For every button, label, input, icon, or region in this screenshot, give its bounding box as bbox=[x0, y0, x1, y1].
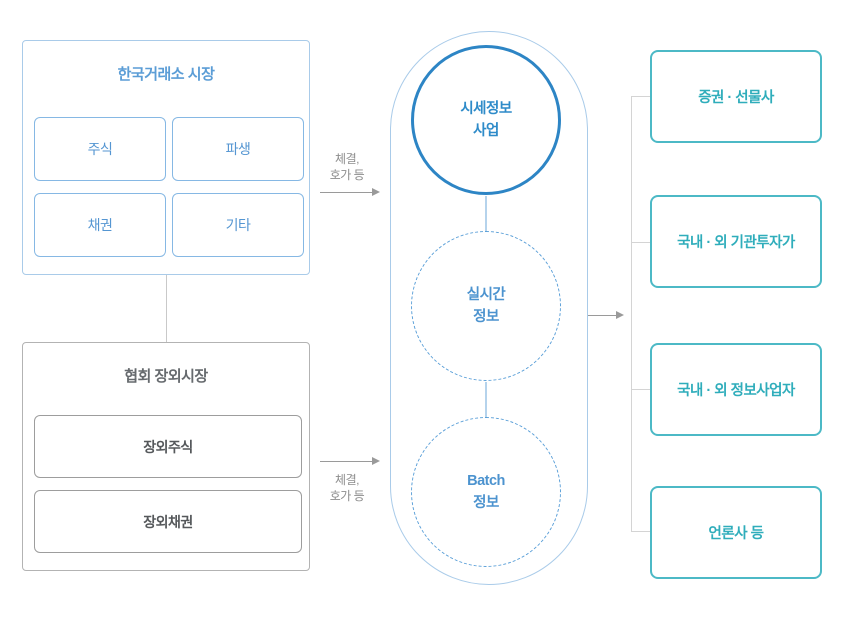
bracket-stub bbox=[631, 96, 650, 97]
consumers-bracket-line bbox=[631, 96, 632, 531]
realtime-info-line2: 정보 bbox=[473, 309, 499, 325]
market-data-business-line2: 사업 bbox=[473, 123, 499, 139]
left-groups-connector-line bbox=[166, 275, 167, 342]
consumer-box-info-providers: 국내 · 외 정보사업자 bbox=[650, 343, 822, 436]
arrowhead-right-icon bbox=[616, 311, 624, 319]
bracket-stub bbox=[631, 242, 650, 243]
arrowhead-right-icon bbox=[372, 457, 380, 465]
flow-arrow-bottom-line bbox=[320, 461, 372, 462]
krx-market-group: 한국거래소 시장 주식 파생 채권 기타 bbox=[22, 40, 310, 275]
flow-label-top-line1: 체결, bbox=[335, 152, 359, 166]
batch-info-line1: Batch bbox=[467, 473, 505, 489]
arrowhead-right-icon bbox=[372, 188, 380, 196]
market-data-business-line1: 시세정보 bbox=[460, 101, 512, 117]
flow-arrow-top-line bbox=[320, 192, 372, 193]
market-box-otc-bonds: 장외채권 bbox=[34, 490, 302, 553]
otc-market-title: 협회 장외시장 bbox=[124, 368, 208, 385]
consumer-box-media: 언론사 등 bbox=[650, 486, 822, 579]
market-box-derivatives: 파생 bbox=[172, 117, 304, 181]
realtime-info-line1: 실시간 bbox=[466, 287, 506, 303]
market-box-otc-stocks: 장외주식 bbox=[34, 415, 302, 478]
otc-market-group: 협회 장외시장 장외주식 장외채권 bbox=[22, 342, 310, 571]
hub-to-consumers-arrow-line bbox=[588, 315, 616, 316]
market-box-bonds: 채권 bbox=[34, 193, 166, 257]
krx-market-title: 한국거래소 시장 bbox=[117, 66, 215, 83]
flow-label-bottom: 체결, 호가 등 bbox=[316, 472, 378, 504]
hub-circle-link-top bbox=[485, 196, 487, 231]
batch-info-circle: Batch 정보 bbox=[411, 417, 561, 567]
bracket-stub bbox=[631, 531, 650, 532]
bracket-stub bbox=[631, 389, 650, 390]
batch-info-line2: 정보 bbox=[473, 495, 499, 511]
consumer-box-securities-futures: 증권 · 선물사 bbox=[650, 50, 822, 143]
realtime-info-circle: 실시간 정보 bbox=[411, 231, 561, 381]
market-box-others: 기타 bbox=[172, 193, 304, 257]
flow-label-top-line2: 호가 등 bbox=[329, 168, 365, 182]
flow-label-bottom-line1: 체결, bbox=[335, 473, 359, 487]
hub-circle-link-bottom bbox=[485, 382, 487, 417]
flow-label-top: 체결, 호가 등 bbox=[316, 151, 378, 183]
consumer-box-institutional-investors: 국내 · 외 기관투자가 bbox=[650, 195, 822, 288]
market-data-business-circle: 시세정보 사업 bbox=[411, 45, 561, 195]
flow-label-bottom-line2: 호가 등 bbox=[329, 489, 365, 503]
market-box-stocks: 주식 bbox=[34, 117, 166, 181]
